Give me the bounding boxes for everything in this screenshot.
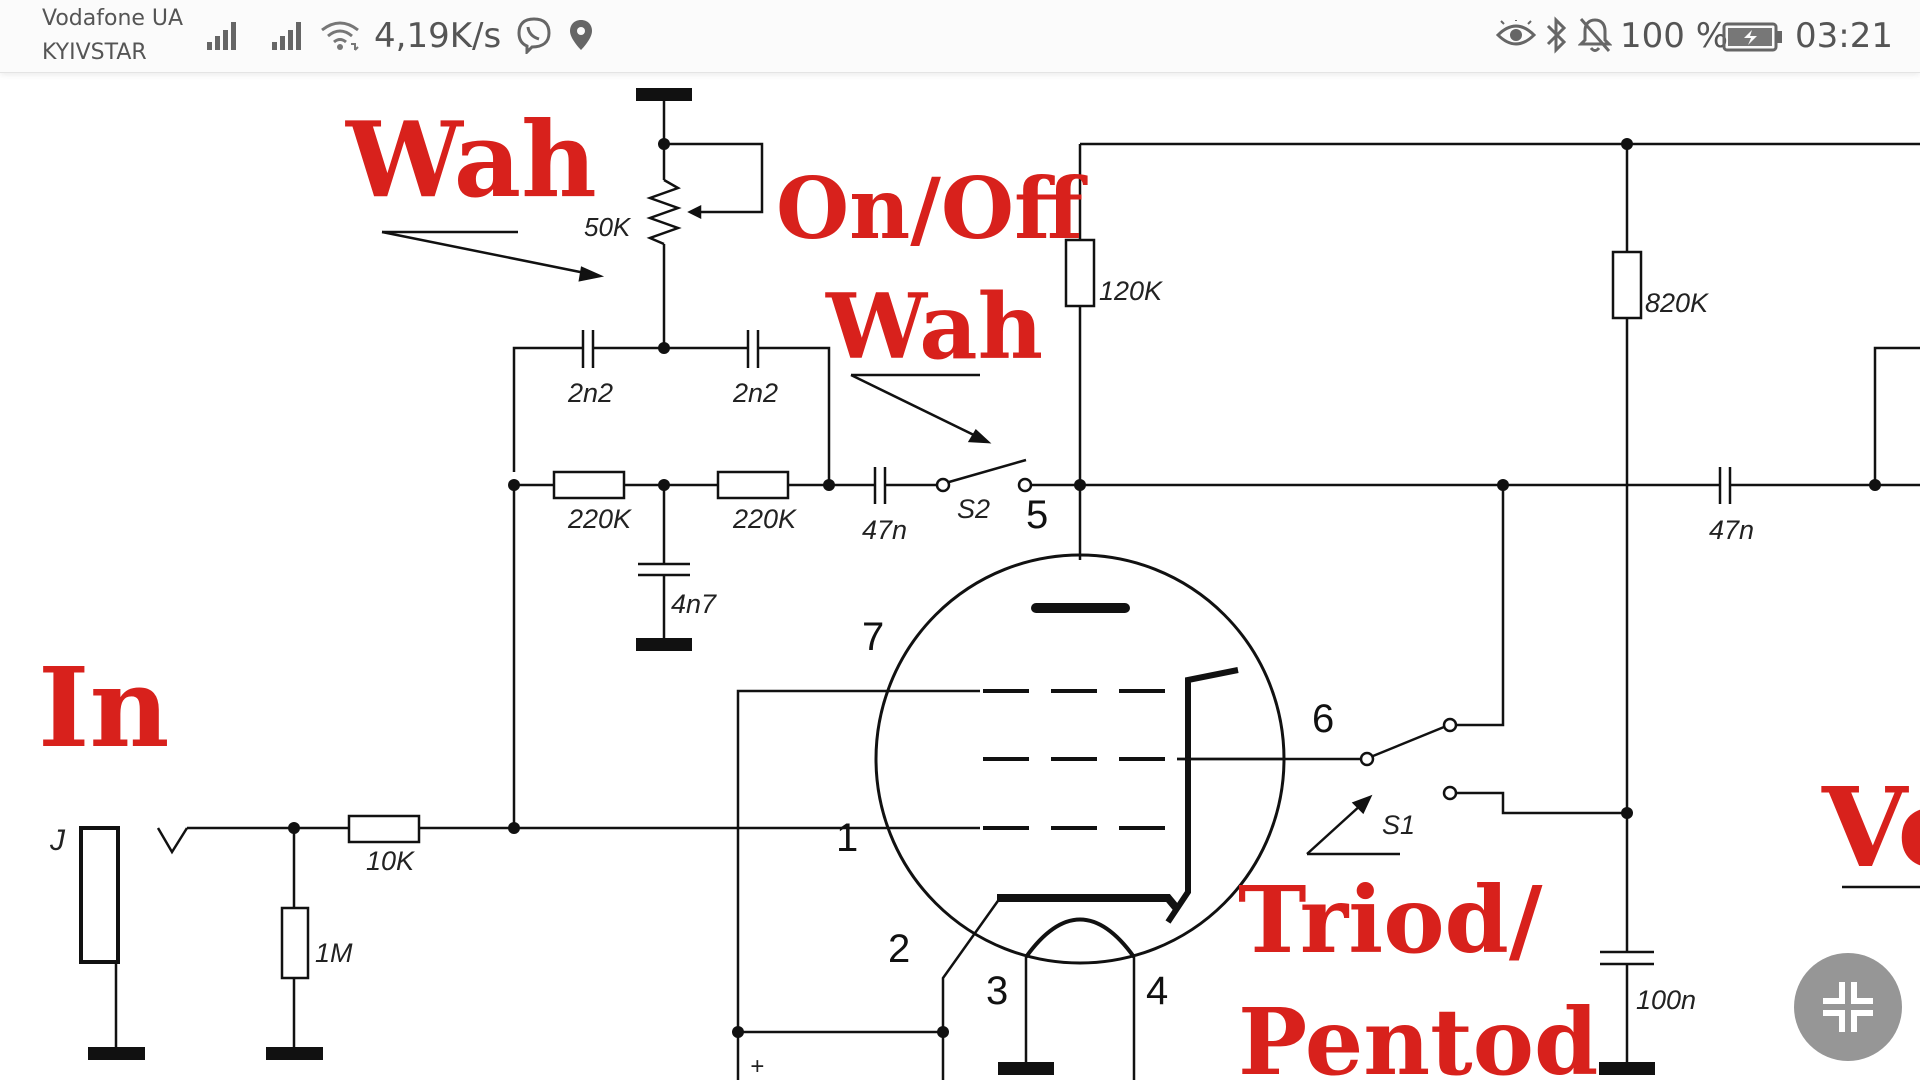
mute-bell-icon bbox=[1578, 18, 1612, 52]
r-in-label: 10K bbox=[366, 846, 415, 876]
pin-1-label: 1 bbox=[836, 816, 858, 860]
circuit-schematic: 50K 120K 820K 2n2 2n2 220K 220K 4n7 47n … bbox=[38, 88, 1920, 1080]
bluetooth-icon bbox=[1546, 16, 1567, 54]
wah-callout: Wah bbox=[345, 98, 597, 221]
wires bbox=[79, 88, 1920, 1080]
c1-label: 2n2 bbox=[567, 378, 613, 408]
pot-label: 50K bbox=[584, 212, 632, 242]
exit-fullscreen-icon bbox=[1823, 982, 1873, 1032]
r1-label: 220K bbox=[567, 504, 632, 534]
on-off-callout: On/Off bbox=[776, 159, 1088, 258]
exit-fullscreen-button[interactable] bbox=[1794, 953, 1902, 1061]
wah2-callout: Wah bbox=[825, 274, 1043, 380]
location-icon bbox=[570, 20, 592, 50]
viber-icon bbox=[517, 17, 551, 54]
r-anode-label: 120K bbox=[1099, 276, 1163, 306]
carrier-primary: Vodafone UA bbox=[42, 6, 184, 31]
pin-7-label: 7 bbox=[862, 615, 884, 659]
switch-s1-label: S1 bbox=[1382, 810, 1415, 840]
signal-icon bbox=[207, 22, 236, 50]
vo-callout: Vo bbox=[1821, 763, 1920, 892]
triod-callout: Triod/ bbox=[1238, 866, 1543, 974]
junction-dots bbox=[288, 138, 1881, 1038]
clock-time: 03:21 bbox=[1795, 16, 1893, 56]
c6-label: 100n bbox=[1636, 985, 1696, 1015]
jack-label: J bbox=[49, 824, 66, 857]
pentod-callout: Pentod bbox=[1238, 988, 1598, 1080]
switch-s2-label: S2 bbox=[957, 494, 990, 524]
r2-label: 220K bbox=[732, 504, 797, 534]
r-grid-label: 1M bbox=[315, 938, 353, 968]
plus-label: + bbox=[750, 1053, 764, 1080]
eye-icon bbox=[1496, 20, 1536, 46]
input-callout: In bbox=[38, 643, 169, 772]
c5-label: 47n bbox=[1709, 515, 1754, 545]
network-speed: 4,19K/s bbox=[374, 16, 502, 56]
pin-6-label: 6 bbox=[1312, 697, 1334, 741]
battery-percent: 100 % bbox=[1620, 16, 1729, 56]
c3-label: 4n7 bbox=[671, 589, 717, 619]
battery-charging-icon bbox=[1722, 22, 1782, 52]
pin-2-label: 2 bbox=[888, 927, 910, 971]
r-right-label: 820K bbox=[1645, 288, 1709, 318]
c4-label: 47n bbox=[862, 515, 907, 545]
carrier-secondary: KYIVSTAR bbox=[42, 40, 147, 65]
vacuum-tube bbox=[874, 553, 1286, 965]
c2-label: 2n2 bbox=[732, 378, 778, 408]
pin-3-label: 3 bbox=[986, 969, 1008, 1013]
pin-5-label: 5 bbox=[1026, 493, 1048, 537]
status-bar: Vodafone UA KYIVSTAR 4,19K/s 100 % bbox=[0, 0, 1920, 73]
pin-4-label: 4 bbox=[1146, 969, 1168, 1013]
signal-icon bbox=[272, 22, 301, 50]
wifi-icon bbox=[321, 21, 359, 51]
